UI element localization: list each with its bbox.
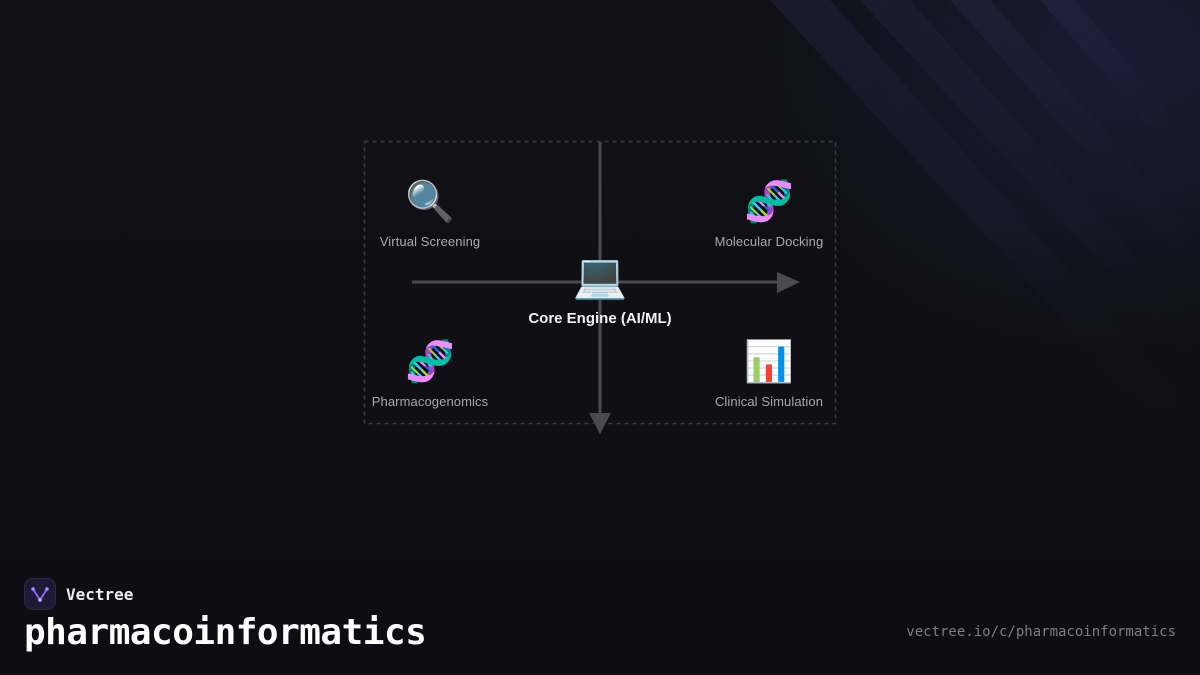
brand: Vectree [24, 577, 133, 611]
node-label: Molecular Docking [714, 234, 824, 249]
horizontal-arrow-head [777, 272, 800, 293]
node-molecular-docking: 🧬 Molecular Docking [679, 178, 859, 249]
node-label: Clinical Simulation [714, 394, 824, 409]
node-label: Pharmacogenomics [371, 394, 489, 409]
bar-chart-icon: 📊 [744, 340, 794, 384]
node-virtual-screening: 🔍 Virtual Screening [340, 178, 520, 249]
laptop-icon: 💻 [572, 252, 628, 301]
brand-name: Vectree [66, 584, 134, 604]
node-label: Virtual Screening [379, 234, 481, 249]
magnifier-icon: 🔍 [405, 180, 455, 224]
topic-url[interactable]: vectree.io/c/pharmacoinformatics [906, 624, 1176, 640]
dna-icon: 🧬 [744, 180, 794, 224]
node-clinical-simulation: 📊 Clinical Simulation [679, 338, 859, 409]
vertical-arrow-head [589, 413, 611, 434]
node-pharmacogenomics: 🧬 Pharmacogenomics [340, 338, 520, 409]
topic-title: pharmacoinformatics [24, 612, 427, 653]
core-engine-label: Core Engine (AI/ML) [528, 310, 672, 327]
vectree-logo-icon [24, 578, 56, 610]
dna-icon: 🧬 [405, 340, 455, 384]
quadrant-border [363, 140, 837, 425]
core-engine-node: 💻 Core Engine (AI/ML) [500, 252, 700, 327]
